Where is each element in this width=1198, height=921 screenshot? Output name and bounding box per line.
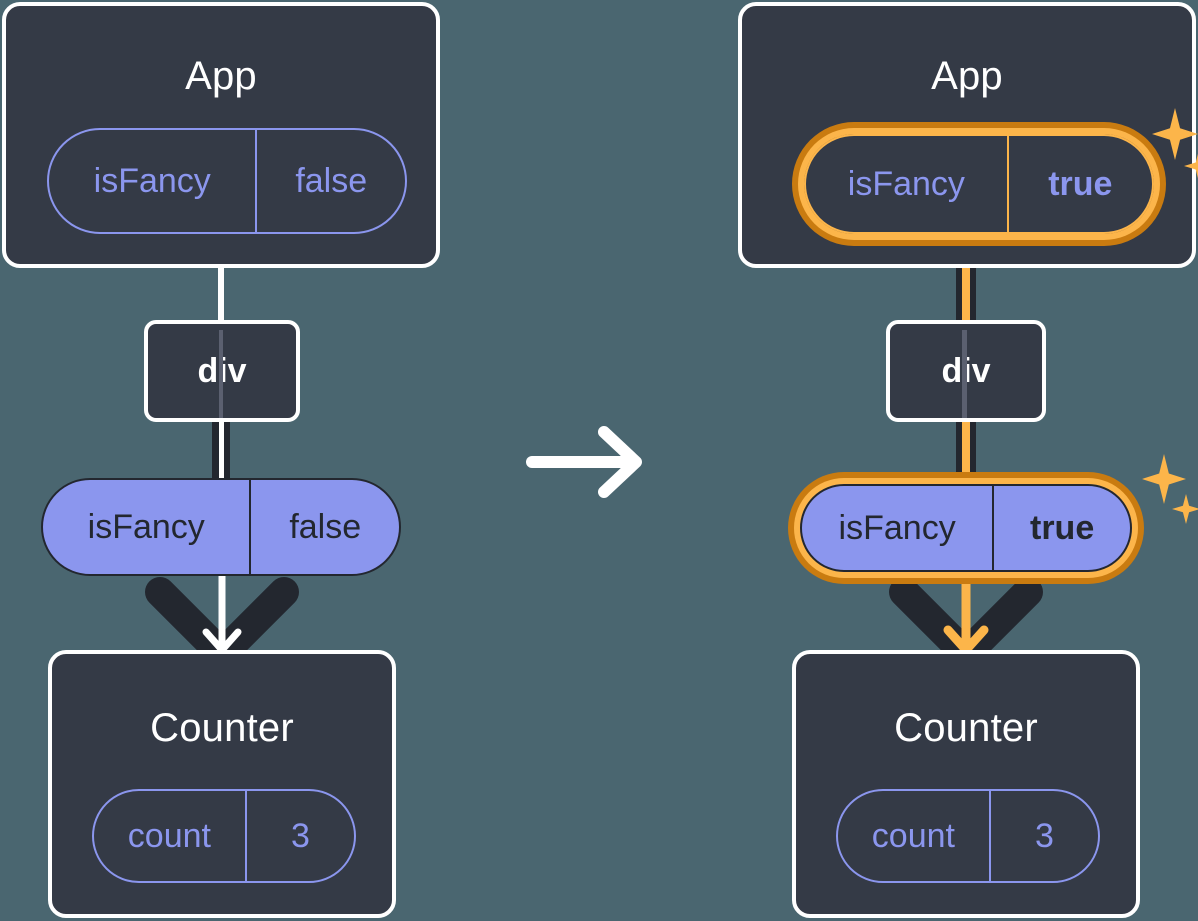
counter-state-value-after: 3 (988, 791, 1098, 881)
prop-pill-before[interactable]: isFancy false (41, 478, 401, 576)
app-state-pill-before[interactable]: isFancy false (47, 128, 407, 234)
app-state-key-before: isFancy (93, 162, 211, 200)
wire-app-to-div-before (218, 262, 224, 324)
prop-sparkles-after (1134, 452, 1198, 532)
sparkle-small-icon (1172, 494, 1198, 524)
counter-state-pill-after[interactable]: count 3 (836, 789, 1100, 883)
app-state-pill-after[interactable]: isFancy true (804, 134, 1154, 234)
wire-app-to-div-stripe-after (962, 238, 970, 330)
app-state-key-after: isFancy (847, 165, 965, 203)
prop-value-after: true (992, 486, 1130, 570)
counter-panel-before: Counter count 3 (48, 650, 396, 918)
prop-value-before: false (249, 480, 399, 574)
prop-key-after: isFancy (838, 509, 956, 547)
counter-state-key-before: count (127, 817, 211, 855)
app-title-before: App (185, 54, 257, 98)
prop-pill-after[interactable]: isFancy true (800, 484, 1132, 572)
wire-inside-div-after (962, 330, 967, 418)
app-sparkles-after (1142, 106, 1198, 186)
wire-div-to-prop-stripe-before (219, 418, 224, 490)
counter-state-pill-before[interactable]: count 3 (92, 789, 356, 883)
counter-title-after: Counter (894, 706, 1038, 750)
sparkle-large-icon (1152, 108, 1198, 160)
prop-key-before: isFancy (87, 508, 205, 546)
transition-arrow-icon (526, 426, 642, 498)
counter-panel-after: Counter count 3 (792, 650, 1140, 918)
app-panel-after: App isFancy true (738, 2, 1198, 268)
wire-div-to-prop-stripe-after (962, 418, 970, 490)
app-title-after: App (931, 54, 1003, 98)
counter-state-key-after: count (871, 817, 955, 855)
sparkle-large-icon (1142, 454, 1186, 504)
app-state-value-before: false (255, 130, 405, 232)
counter-title-before: Counter (150, 706, 294, 750)
app-state-value-after: true (1006, 136, 1152, 232)
app-panel-before: App isFancy false (2, 2, 440, 268)
sparkle-small-icon (1184, 150, 1198, 182)
wire-inside-div-before (219, 330, 223, 418)
counter-state-value-before: 3 (244, 791, 354, 881)
